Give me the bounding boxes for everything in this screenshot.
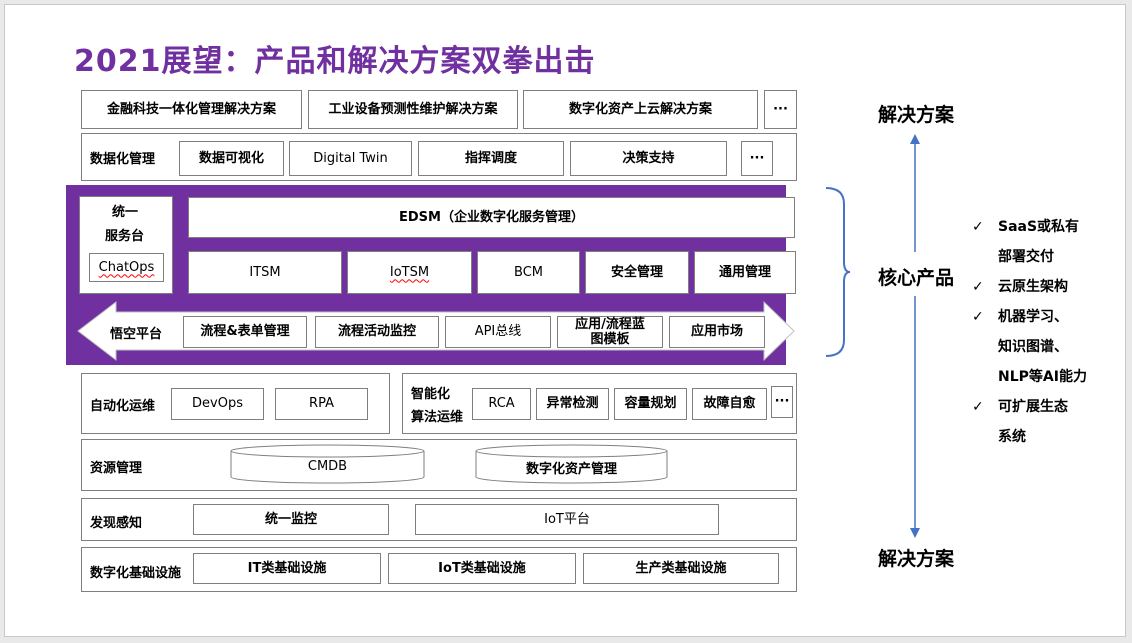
iot-infra-button[interactable]: IoT类基础设施 bbox=[388, 553, 576, 584]
feature-text: SaaS或私有 bbox=[998, 219, 1080, 235]
data-mgmt-label: 数据化管理 bbox=[90, 152, 156, 167]
wukong-form-mgmt[interactable]: 流程&表单管理 bbox=[183, 316, 307, 348]
blueprint-label-2: 图模板 bbox=[590, 332, 630, 347]
anomaly-detection-button[interactable]: 异常检测 bbox=[536, 388, 609, 420]
solution-industrial[interactable]: 工业设备预测性维护解决方案 bbox=[308, 90, 518, 129]
it-infra-button[interactable]: IT类基础设施 bbox=[193, 553, 381, 584]
check-icon: ✓ bbox=[972, 309, 984, 325]
check-icon: ✓ bbox=[972, 399, 984, 415]
feature-item: ✓ 机器学习、 bbox=[972, 302, 1087, 332]
self-healing-button[interactable]: 故障自愈 bbox=[692, 388, 767, 420]
unified-label-1: 统一 bbox=[112, 205, 139, 220]
rpa-button[interactable]: RPA bbox=[275, 388, 368, 420]
unified-monitoring-button[interactable]: 统一监控 bbox=[193, 504, 389, 535]
check-icon: ✓ bbox=[972, 219, 984, 235]
data-visualization[interactable]: 数据可视化 bbox=[179, 141, 284, 176]
module-bcm[interactable]: BCM bbox=[477, 251, 580, 294]
spacer bbox=[972, 422, 998, 452]
page-title: 2021展望：产品和解决方案双拳出击 bbox=[74, 44, 596, 79]
capacity-planning-button[interactable]: 容量规划 bbox=[614, 388, 687, 420]
chatops-button[interactable]: ChatOps bbox=[89, 253, 164, 282]
iotsm-label: IoTSM bbox=[389, 264, 430, 280]
cmdb-label: CMDB bbox=[307, 459, 348, 474]
command-dispatch[interactable]: 指挥调度 bbox=[418, 141, 564, 176]
spacer bbox=[972, 242, 998, 272]
feature-item-cont: 系统 bbox=[972, 422, 1087, 452]
digital-asset-cylinder-shape bbox=[475, 444, 668, 484]
right-solutions-top: 解决方案 bbox=[878, 104, 955, 126]
infra-label: 数字化基础设施 bbox=[90, 566, 182, 581]
automation-label: 自动化运维 bbox=[90, 399, 156, 414]
wukong-app-market[interactable]: 应用市场 bbox=[669, 316, 765, 348]
decision-support[interactable]: 决策支持 bbox=[570, 141, 727, 176]
wukong-label: 悟空平台 bbox=[110, 327, 163, 342]
resource-row bbox=[81, 439, 797, 491]
right-solutions-bottom: 解决方案 bbox=[878, 548, 955, 570]
feature-text: 可扩展生态 bbox=[998, 399, 1068, 415]
feature-item-cont: NLP等AI能力 bbox=[972, 362, 1087, 392]
module-itsm[interactable]: ITSM bbox=[188, 251, 342, 294]
module-iotsm[interactable]: IoTSM bbox=[347, 251, 472, 294]
up-arrow bbox=[910, 134, 920, 252]
devops-button[interactable]: DevOps bbox=[171, 388, 264, 420]
feature-item-cont: 知识图谱、 bbox=[972, 332, 1087, 362]
wukong-blueprint-template[interactable]: 应用/流程蓝 图模板 bbox=[557, 316, 663, 348]
cmdb-cylinder-shape bbox=[230, 444, 425, 484]
digital-twin[interactable]: Digital Twin bbox=[289, 141, 412, 176]
aiops-more[interactable]: ··· bbox=[771, 386, 793, 418]
down-arrow bbox=[910, 296, 920, 538]
check-icon: ✓ bbox=[972, 279, 984, 295]
digital-asset-label: 数字化资产管理 bbox=[525, 462, 617, 477]
feature-text: 系统 bbox=[998, 429, 1026, 445]
spacer bbox=[972, 362, 998, 392]
chatops-label: ChatOps bbox=[98, 259, 155, 275]
core-product-brace bbox=[825, 187, 851, 357]
cmdb-cylinder[interactable]: CMDB bbox=[230, 444, 425, 484]
feature-text: 知识图谱、 bbox=[998, 339, 1068, 355]
digital-asset-cylinder[interactable]: 数字化资产管理 bbox=[475, 444, 668, 484]
feature-item-cont: 部署交付 bbox=[972, 242, 1087, 272]
feature-text: NLP等AI能力 bbox=[998, 369, 1087, 385]
edsm-banner[interactable]: EDSM（企业数字化服务管理） bbox=[188, 197, 795, 238]
spacer bbox=[972, 332, 998, 362]
resource-label: 资源管理 bbox=[90, 461, 143, 476]
feature-item: ✓ SaaS或私有 bbox=[972, 212, 1087, 242]
solution-fintech[interactable]: 金融科技一体化管理解决方案 bbox=[81, 90, 302, 129]
module-general[interactable]: 通用管理 bbox=[694, 251, 796, 294]
module-security[interactable]: 安全管理 bbox=[585, 251, 689, 294]
feature-checklist: ✓ SaaS或私有 部署交付 ✓ 云原生架构 ✓ 机器学习、 知识图谱、 NLP… bbox=[972, 212, 1087, 452]
rca-button[interactable]: RCA bbox=[472, 388, 531, 420]
data-mgmt-more[interactable]: ··· bbox=[741, 141, 773, 176]
solution-more[interactable]: ··· bbox=[764, 90, 797, 129]
aiops-label-1: 智能化 bbox=[411, 387, 451, 402]
aiops-label-2: 算法运维 bbox=[411, 410, 464, 425]
feature-text: 部署交付 bbox=[998, 249, 1054, 265]
blueprint-label-1: 应用/流程蓝 bbox=[575, 317, 645, 332]
feature-item: ✓ 可扩展生态 bbox=[972, 392, 1087, 422]
unified-label-2: 服务台 bbox=[105, 229, 145, 244]
solution-cloud-assets[interactable]: 数字化资产上云解决方案 bbox=[523, 90, 758, 129]
feature-text: 机器学习、 bbox=[998, 309, 1068, 325]
discovery-label: 发现感知 bbox=[90, 516, 143, 531]
iot-platform-button[interactable]: IoT平台 bbox=[415, 504, 719, 535]
production-infra-button[interactable]: 生产类基础设施 bbox=[583, 553, 779, 584]
right-core-product: 核心产品 bbox=[878, 267, 955, 289]
feature-item: ✓ 云原生架构 bbox=[972, 272, 1087, 302]
feature-text: 云原生架构 bbox=[998, 279, 1068, 295]
wukong-api-bus[interactable]: API总线 bbox=[445, 316, 551, 348]
wukong-activity-monitor[interactable]: 流程活动监控 bbox=[315, 316, 439, 348]
